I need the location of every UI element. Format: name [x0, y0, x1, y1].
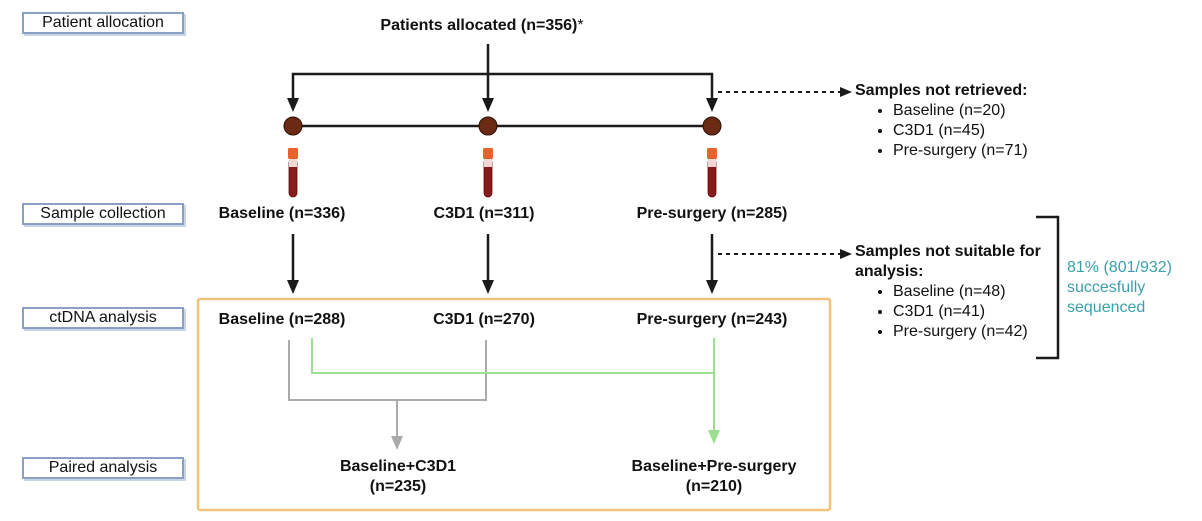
paired-path-baseline-presurgery: [311, 338, 715, 432]
not-suitable-list: Baseline (n=48) C3D1 (n=41) Pre-surgery …: [855, 282, 1041, 342]
analysis-c3d1: C3D1 (n=270): [433, 311, 535, 328]
list-item: C3D1 (n=41): [893, 302, 1041, 322]
stage-sample-collection: Sample collection: [22, 203, 184, 225]
paired-baseline-c3d1: Baseline+C3D1 (n=235): [339, 458, 457, 495]
allocation-arrowheads: [287, 98, 718, 112]
paired-arrowhead-grey: [391, 436, 403, 450]
stage-label: ctDNA analysis: [49, 309, 157, 326]
success-rate-text: 81% (801/932) succesfully sequenced: [1067, 259, 1172, 316]
arrowhead-c3d1: [482, 98, 494, 112]
not-suitable-title: Samples not suitable for: [855, 243, 1041, 260]
stage-label: Sample collection: [40, 205, 166, 222]
arrowhead-baseline: [287, 98, 299, 112]
collection-baseline: Baseline (n=336): [218, 205, 346, 222]
paired-arrowhead-green: [708, 430, 720, 444]
ctdna-analysis-frame: [196, 297, 832, 512]
list-item: Baseline (n=20): [893, 101, 1028, 121]
success-bracket: [1036, 215, 1060, 360]
collection-to-analysis-arrows: [291, 234, 714, 282]
not-suitable-arrowhead: [840, 249, 852, 259]
timepoint-c3d1: [478, 116, 498, 136]
timepoint-presurgery: [702, 116, 722, 136]
analysis-presurgery: Pre-surgery (n=243): [636, 311, 788, 328]
stage-label: Patient allocation: [42, 14, 164, 31]
stage-patient-allocation: Patient allocation: [22, 12, 184, 34]
collection-arrowheads: [287, 280, 718, 294]
stage-label: Paired analysis: [48, 459, 158, 476]
blood-tube-icon: [483, 148, 493, 198]
not-suitable-title-cont: analysis:: [855, 263, 924, 280]
not-suitable-note: Samples not suitable for analysis: Basel…: [855, 242, 1041, 342]
not-retrieved-title: Samples not retrieved:: [855, 82, 1028, 99]
arrowhead-presurgery: [706, 98, 718, 112]
timepoint-baseline: [283, 116, 303, 136]
stage-ctdna-analysis: ctDNA analysis: [22, 307, 184, 329]
collection-c3d1: C3D1 (n=311): [433, 205, 535, 222]
list-item: C3D1 (n=45): [893, 121, 1028, 141]
paired-baseline-presurgery: Baseline+Pre-surgery (n=210): [631, 458, 797, 495]
analysis-baseline: Baseline (n=288): [218, 311, 346, 328]
paired-path-baseline-c3d1: [288, 340, 487, 438]
not-retrieved-note: Samples not retrieved: Baseline (n=20) C…: [855, 81, 1028, 161]
not-retrieved-list: Baseline (n=20) C3D1 (n=45) Pre-surgery …: [855, 101, 1028, 161]
list-item: Pre-surgery (n=42): [893, 322, 1041, 342]
allocation-arrows: [291, 44, 714, 100]
collection-presurgery: Pre-surgery (n=285): [636, 205, 788, 222]
list-item: Pre-surgery (n=71): [893, 141, 1028, 161]
blood-tube-icon: [707, 148, 717, 198]
list-item: Baseline (n=48): [893, 282, 1041, 302]
stage-paired-analysis: Paired analysis: [22, 457, 184, 479]
blood-tube-icon: [288, 148, 298, 198]
patients-allocated-label: Patients allocated (n=356)*: [380, 17, 584, 34]
not-retrieved-arrowhead: [840, 87, 852, 97]
